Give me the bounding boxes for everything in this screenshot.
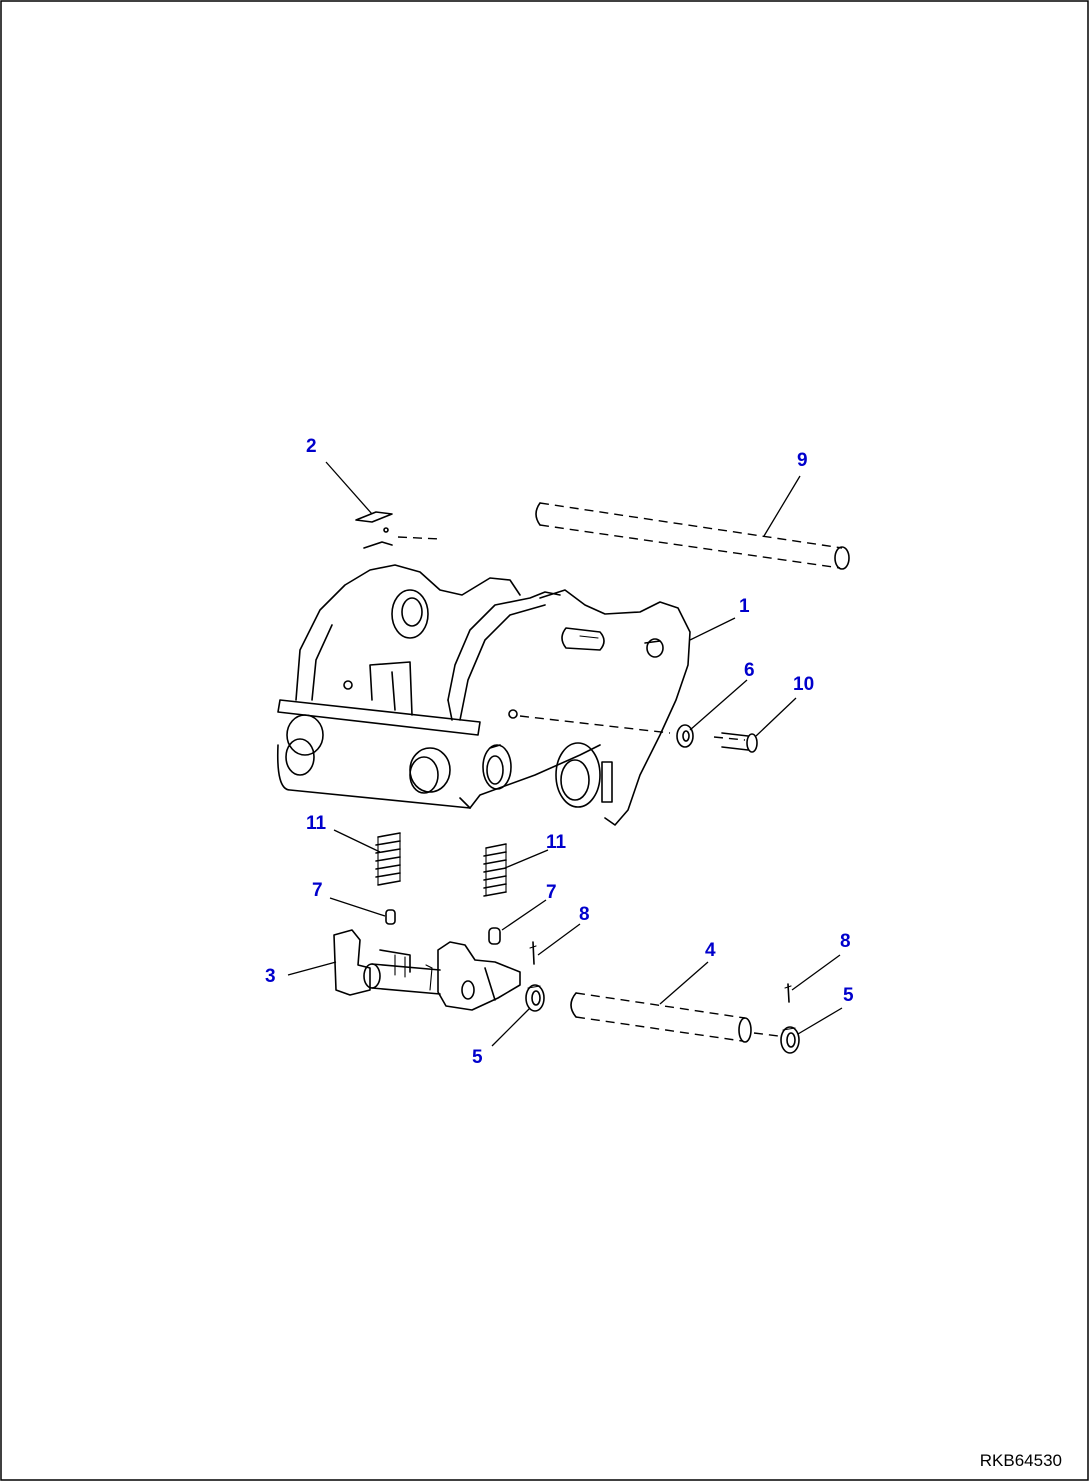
part-1-coupler-frame: [276, 564, 691, 826]
callout-1: 1: [739, 596, 750, 617]
part-7-pin-left: [385, 909, 396, 925]
part-11-spring-left: [375, 832, 401, 886]
callout-2: 2: [306, 436, 317, 457]
leader-5a: [491, 1007, 531, 1047]
leader-6: [689, 679, 748, 731]
leader-7a: [329, 897, 386, 917]
part-6-washer: [676, 724, 694, 748]
part-8-cotter-left: [529, 941, 537, 965]
callout-7b: 7: [546, 882, 557, 903]
callouts: 2 9 1 6 10 11 11 7 7 8 3 4 8 5 5: [265, 436, 854, 1068]
part-5-nut-left: [525, 984, 545, 1012]
leader-10: [755, 697, 797, 737]
leader-11a: [333, 829, 381, 853]
leader-11b: [504, 849, 549, 869]
callout-6: 6: [744, 660, 755, 681]
part-2-pin: [355, 511, 441, 549]
part-8-cotter-right: [784, 983, 792, 1003]
leader-7b: [501, 899, 547, 931]
leader-8b: [791, 954, 841, 991]
part-5-nut-right: [780, 1026, 800, 1054]
leader-9: [763, 475, 801, 537]
callout-4: 4: [705, 940, 716, 961]
leader-4: [659, 961, 709, 1005]
callout-9: 9: [797, 450, 808, 471]
callout-8b: 8: [840, 931, 851, 952]
leader-8a: [537, 923, 581, 956]
callout-5b: 5: [843, 985, 854, 1006]
leader-5b: [797, 1007, 843, 1035]
part-9-long-pin: [535, 502, 850, 570]
callout-8a: 8: [579, 904, 590, 925]
callout-5a: 5: [472, 1047, 483, 1068]
leader-1: [689, 617, 736, 641]
leader-2: [325, 461, 373, 515]
part-7-pin-right: [488, 927, 501, 945]
drawing-code: RKB64530: [980, 1451, 1062, 1470]
callout-10: 10: [793, 674, 814, 695]
leader-3: [287, 961, 337, 976]
callout-3: 3: [265, 966, 276, 987]
part-3-hook-assembly: [333, 929, 521, 1011]
callout-11b: 11: [546, 832, 567, 853]
part-11-spring-right: [483, 843, 507, 897]
part-4-pin: [570, 992, 779, 1043]
callout-7a: 7: [312, 880, 323, 901]
callout-11a: 11: [306, 813, 327, 834]
leader-lines: [287, 461, 843, 1047]
part-10-bolt: [713, 732, 758, 753]
